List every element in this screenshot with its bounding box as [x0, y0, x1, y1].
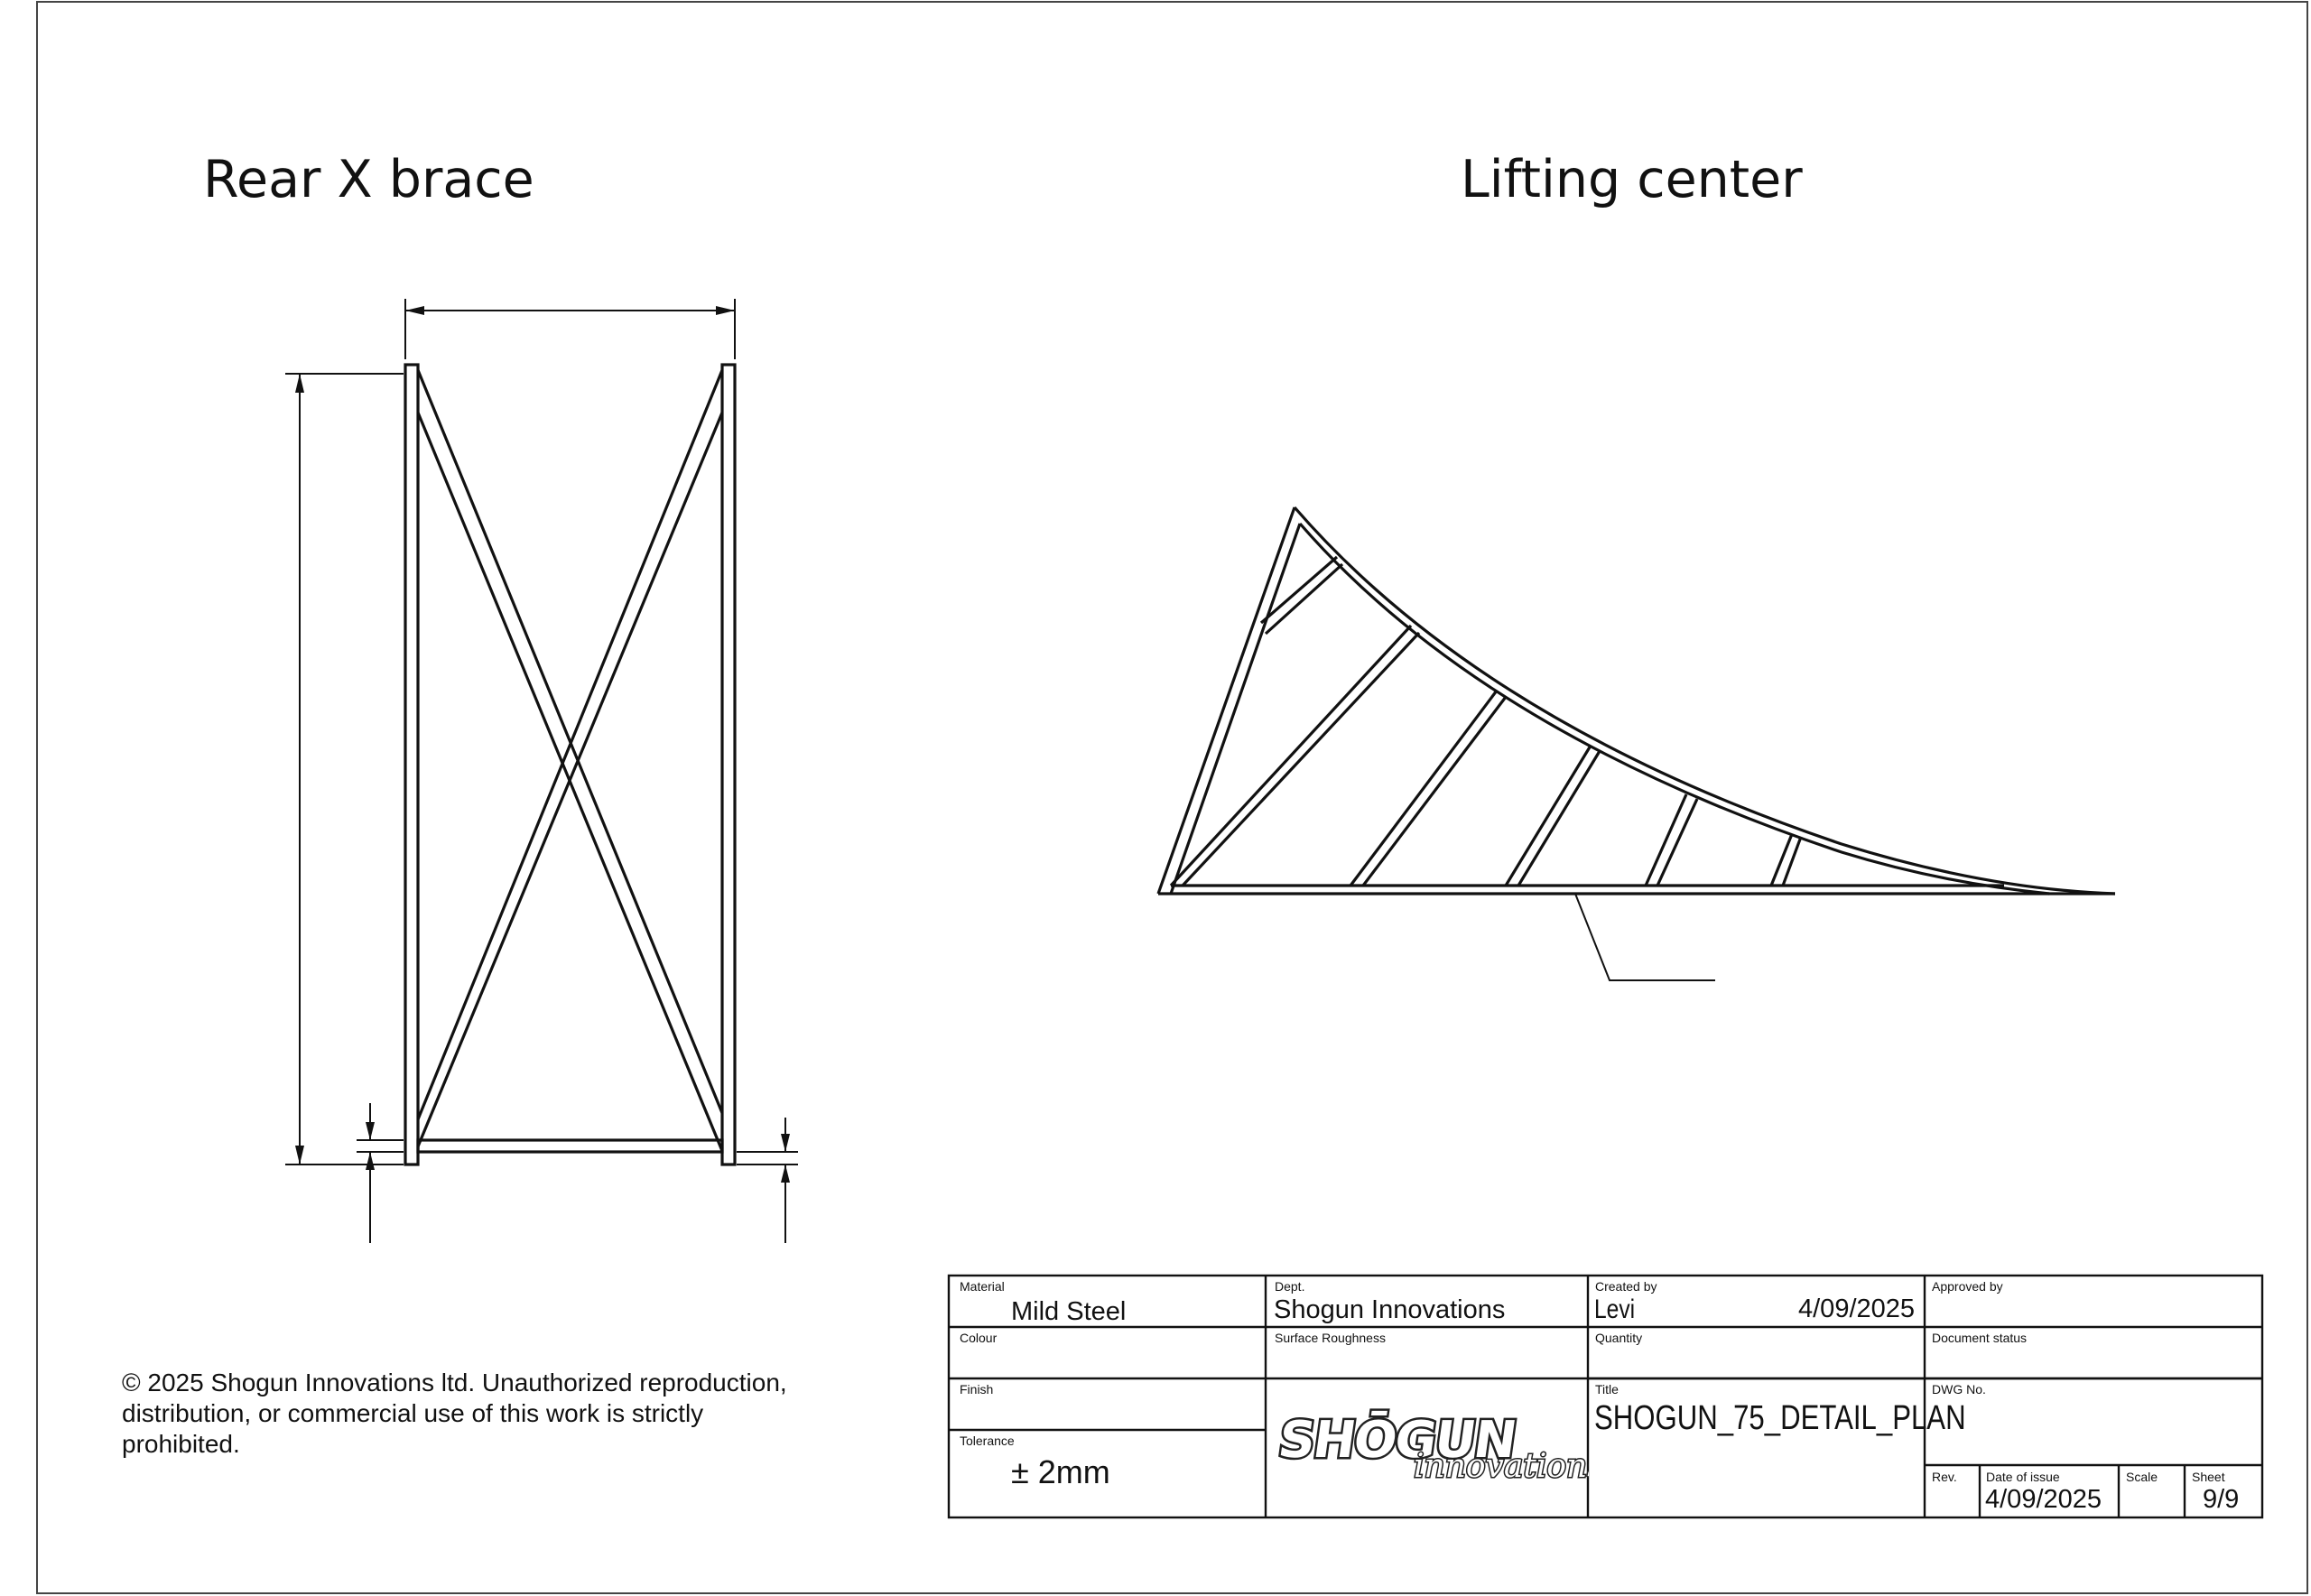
lifting-center-title: Lifting center: [1461, 150, 1803, 209]
finish-label: Finish: [960, 1382, 994, 1396]
rear-x-brace-title: Rear X brace: [203, 150, 534, 209]
tolerance-value: ± 2mm: [1011, 1453, 1110, 1490]
title-value: SHOGUN_75_DETAIL_PLAN: [1594, 1399, 1966, 1437]
material-value: Mild Steel: [1011, 1297, 1127, 1326]
dept-label: Dept.: [1275, 1279, 1305, 1294]
lifting-ribs: [1169, 555, 1803, 887]
bottom-rail: [416, 1138, 724, 1154]
sheet-label: Sheet: [2192, 1470, 2225, 1484]
lifting-center-view: [1156, 506, 2116, 981]
dept-value: Shogun Innovations: [1274, 1295, 1506, 1324]
dimension-lines: [285, 299, 798, 1243]
shogun-logo: SHŌGUN innovations: [1273, 1407, 1589, 1487]
created-date: 4/09/2025: [1798, 1294, 1916, 1323]
title-block-grid: [947, 1274, 2264, 1519]
rev-label: Rev.: [1932, 1470, 1957, 1484]
lifting-base-rail: [1158, 884, 2115, 895]
copyright-notice: © 2025 Shogun Innovations ltd. Unauthori…: [122, 1369, 787, 1458]
title-label: Title: [1595, 1382, 1619, 1396]
scale-label: Scale: [2126, 1470, 2158, 1484]
created-by-value: Levi: [1594, 1294, 1636, 1324]
lifting-curved-top: [1293, 506, 2116, 895]
dwg-no-label: DWG No.: [1932, 1382, 1986, 1396]
svg-text:SHŌGUN: SHŌGUN: [1275, 1409, 1518, 1470]
sheet-value: 9/9: [2203, 1485, 2240, 1514]
date-of-issue-value: 4/09/2025: [1985, 1485, 2102, 1514]
material-label: Material: [960, 1279, 1005, 1294]
right-post: [720, 363, 737, 1166]
date-of-issue-label: Date of issue: [1986, 1470, 2060, 1484]
lifting-left-edge: [1156, 506, 1302, 895]
document-status-label: Document status: [1932, 1331, 2028, 1345]
tolerance-label: Tolerance: [960, 1434, 1015, 1448]
surface-roughness-label: Surface Roughness: [1275, 1331, 1386, 1345]
quantity-label: Quantity: [1595, 1331, 1643, 1345]
sheet-border: [36, 1, 2308, 1594]
leader-line: [1574, 893, 1715, 981]
diagonal-brace-b: [416, 369, 724, 1147]
created-by-label: Created by: [1595, 1279, 1657, 1294]
left-post: [404, 363, 420, 1166]
svg-text:innovations: innovations: [1414, 1448, 1589, 1485]
colour-label: Colour: [960, 1331, 998, 1345]
rear-x-brace-view: [404, 363, 737, 1166]
approved-by-label: Approved by: [1932, 1279, 2003, 1294]
